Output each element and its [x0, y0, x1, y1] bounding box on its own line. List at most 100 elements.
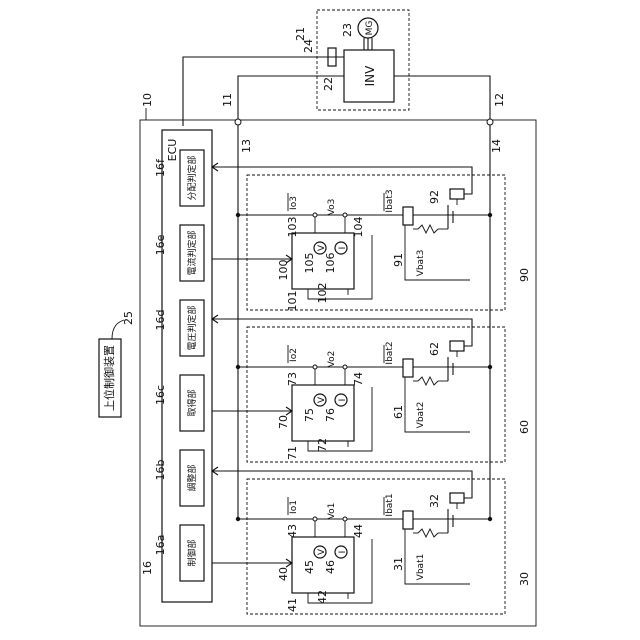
- term-b-ref-90: 104: [352, 217, 365, 238]
- ecu-block-ref-16e: 16e: [154, 234, 167, 255]
- ecu-block-label-16d: 電圧判定部: [186, 305, 198, 350]
- cell-terminal-60: [403, 359, 413, 377]
- cell-ref-60: 61: [392, 405, 405, 419]
- vo-label-60: Vo2: [327, 351, 337, 368]
- cell-resistor-60: [418, 377, 438, 385]
- term-a-30: [313, 517, 317, 521]
- converter-60: [292, 385, 354, 441]
- monitor-signal-90: [212, 167, 472, 194]
- ecu-block-ref-16d: 16d: [154, 310, 167, 331]
- current-sensor-ref-90: 106: [324, 253, 337, 274]
- ecu-block-ref-16b: 16b: [154, 459, 167, 480]
- vo-label-90: Vo3: [327, 199, 337, 216]
- conv-in-ref-60: 71: [286, 446, 299, 460]
- cell-enclosure-30: [405, 529, 470, 584]
- ibat-label-90: Ibat3: [385, 189, 395, 212]
- converter-30: [292, 537, 354, 593]
- converter-ref-30: 40: [277, 567, 290, 581]
- node-right: [487, 119, 493, 125]
- io-label-90: Io3: [289, 196, 299, 210]
- conv-in-ref-90: 101: [286, 291, 299, 312]
- cell-enclosure-60: [405, 377, 470, 432]
- ibat-label-30: Ibat1: [385, 493, 395, 516]
- monitor-signal-60: [212, 319, 472, 346]
- node-left-ref: 11: [221, 93, 234, 107]
- inverter-ref: 22: [322, 77, 335, 91]
- cell-ref-30: 31: [392, 557, 405, 571]
- term-b-30: [343, 517, 347, 521]
- cell-terminal-30: [403, 511, 413, 529]
- term-a-60: [313, 365, 317, 369]
- voltage-symbol-30: V: [317, 548, 327, 555]
- bus-junction-left-60: [236, 365, 240, 369]
- term-b-ref-30: 44: [352, 524, 365, 538]
- cell-terminal-90: [403, 207, 413, 225]
- voltage-sensor-ref-30: 45: [303, 560, 316, 574]
- upper-controller: 上位制御装置 25: [99, 311, 135, 417]
- node-left: [235, 119, 241, 125]
- current-sensor-ref-60: 76: [324, 408, 337, 422]
- monitor-90: [450, 189, 464, 199]
- line-left-ref: 13: [240, 139, 253, 153]
- conv-out-ref-60: 72: [316, 438, 329, 452]
- ecu-ref: 16: [141, 561, 154, 575]
- term-a-ref-30: 43: [286, 524, 299, 538]
- cell-resistor-30: [418, 529, 438, 537]
- vo-label-30: Vo1: [327, 503, 337, 520]
- bus-junction-right-90: [488, 213, 492, 217]
- monitor-ref-30: 32: [428, 494, 441, 508]
- module-ref-90: 90: [518, 268, 531, 282]
- current-sensor-ref-30: 46: [324, 560, 337, 574]
- current-symbol-90: I: [338, 247, 348, 250]
- inverter-label: INV: [363, 65, 377, 87]
- module-frame-30: [247, 479, 505, 614]
- converter-90: [292, 233, 354, 289]
- voltage-symbol-60: V: [317, 396, 327, 403]
- voltage-symbol-90: V: [317, 244, 327, 251]
- conv-out-ref-90: 102: [316, 283, 329, 304]
- bus-junction-right-30: [488, 517, 492, 521]
- current-symbol-60: I: [338, 399, 348, 402]
- ecu-block-label-16f: 分配判定部: [186, 155, 198, 200]
- bus-junction-right-60: [488, 365, 492, 369]
- sensor-signal-line: [183, 57, 318, 126]
- term-b-ref-60: 74: [352, 372, 365, 386]
- ibat-label-60: Ibat2: [385, 341, 395, 364]
- vbat-label-90: Vbat3: [416, 250, 426, 277]
- motor-ref: 23: [341, 23, 354, 37]
- module-ref-60: 60: [518, 420, 531, 434]
- module-ref-30: 30: [518, 572, 531, 586]
- module-frame-90: [247, 175, 505, 310]
- conv-in-ref-30: 41: [286, 598, 299, 612]
- monitor-60: [450, 341, 464, 351]
- term-b-90: [343, 213, 347, 217]
- voltage-sensor-ref-60: 75: [303, 408, 316, 422]
- monitor-signal-30: [212, 471, 472, 498]
- module-30: 3040VI45464344Io1Vo141423231Vbat1Ibat1: [212, 467, 531, 614]
- ecu-block-ref-16f: 16f: [154, 158, 167, 177]
- ecu-block-label-16c: 取得部: [186, 389, 198, 416]
- monitor-30: [450, 493, 464, 503]
- ecu-block-label-16e: 電流判定部: [186, 230, 198, 275]
- ecu-block-label-16b: 調整部: [186, 464, 198, 491]
- current-symbol-30: I: [338, 551, 348, 554]
- module-frame-60: [247, 327, 505, 462]
- conv-out-ref-30: 42: [316, 590, 329, 604]
- ecu-label: ECU: [166, 139, 179, 162]
- bus-junction-left-90: [236, 213, 240, 217]
- term-a-90: [313, 213, 317, 217]
- cell-enclosure-90: [405, 225, 470, 280]
- motor-unit: INV MG 21 23 24 22: [294, 10, 409, 110]
- io-label-30: Io1: [289, 500, 299, 514]
- motor-label: MG: [365, 21, 375, 36]
- sensor-ref: 24: [302, 39, 315, 53]
- system-ref: 10: [141, 93, 154, 107]
- ecu-block-ref-16a: 16a: [154, 535, 167, 556]
- term-a-ref-90: 103: [286, 217, 299, 238]
- io-label-60: Io2: [289, 348, 299, 362]
- ecu-block-label-16a: 制御部: [186, 539, 198, 566]
- cell-ref-90: 91: [392, 253, 405, 267]
- term-a-ref-60: 73: [286, 372, 299, 386]
